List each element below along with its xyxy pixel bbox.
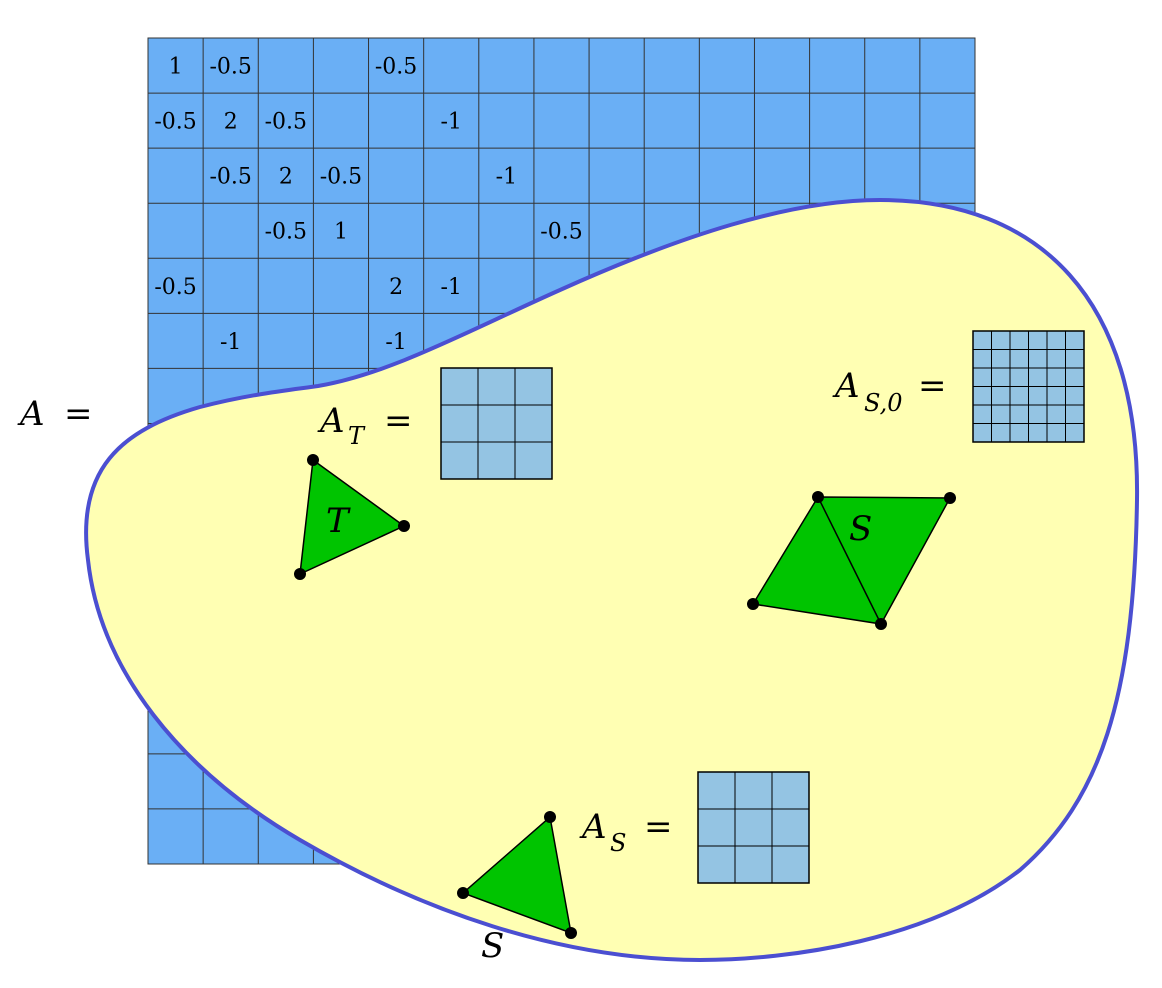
submatrix-a-t: A T = — [317, 367, 553, 480]
node-dot — [544, 811, 556, 823]
node-dot — [944, 492, 956, 504]
matrix-entry: -0.5 — [540, 220, 582, 245]
submatrix-a-t-base: A — [317, 401, 345, 441]
matrix-entry: 1 — [169, 55, 183, 80]
submatrix-box — [440, 367, 553, 480]
matrix-entry: -0.5 — [154, 275, 196, 300]
node-dot — [307, 454, 319, 466]
element-t-label: T — [326, 501, 351, 541]
submatrix-box — [697, 771, 810, 884]
submatrix-a-s0: A S,0 = — [832, 330, 1085, 443]
matrix-entry: 2 — [389, 275, 403, 300]
matrix-entry: -0.5 — [375, 55, 417, 80]
matrix-entry: 1 — [334, 220, 348, 245]
node-dot — [398, 520, 410, 532]
element-t: T — [294, 454, 410, 580]
patch-s-diagonal — [817, 496, 882, 625]
node-dot — [457, 887, 469, 899]
matrix-entry: 2 — [279, 165, 293, 190]
submatrix-a-s-sub: S — [610, 829, 626, 857]
matrix-entry: -0.5 — [209, 165, 251, 190]
node-dot — [812, 491, 824, 503]
matrix-entry: -0.5 — [154, 110, 196, 135]
matrix-entry: -0.5 — [209, 55, 251, 80]
matrix-entry: -1 — [220, 330, 241, 355]
matrix-entry: -0.5 — [265, 110, 307, 135]
node-dot — [294, 568, 306, 580]
submatrix-a-t-grid — [440, 367, 553, 480]
matrix-entry: -1 — [441, 110, 462, 135]
matrix-entry: -0.5 — [265, 220, 307, 245]
patch-s-boundary-triangle — [461, 815, 572, 935]
node-dot — [747, 598, 759, 610]
patch-s-interior: S — [747, 491, 956, 630]
submatrix-a-s: A S = — [579, 771, 810, 884]
matrix-entry: -1 — [441, 275, 462, 300]
patch-s-boundary-label: S — [481, 926, 504, 966]
submatrix-a-s0-equals: = — [918, 366, 947, 406]
matrix-equals: = — [64, 394, 93, 434]
submatrix-a-s0-base: A — [832, 366, 860, 406]
matrix-entry: -0.5 — [320, 165, 362, 190]
node-dot — [565, 927, 577, 939]
patch-s-boundary: S — [457, 811, 577, 966]
global-matrix-entries: 1 -0.5 -0.5 -0.5 2 -0.5 -1 -0.5 2 -0.5 -1 -0.5 1 -0.5… — [154, 55, 582, 355]
submatrix-a-t-equals: = — [384, 401, 413, 441]
submatrix-a-s-grid — [697, 771, 810, 884]
matrix-entry: 2 — [224, 110, 238, 135]
node-dot — [875, 618, 887, 630]
matrix-entry: -1 — [385, 330, 406, 355]
matrix-entry: -1 — [496, 165, 517, 190]
submatrix-a-t-sub: T — [348, 422, 366, 450]
global-matrix-label: A = — [17, 394, 93, 434]
submatrix-a-s-base: A — [579, 807, 607, 847]
matrix-symbol: A — [17, 394, 45, 434]
domain-region — [84, 197, 1140, 963]
submatrix-a-s-equals: = — [644, 807, 673, 847]
submatrix-a-s0-grid — [972, 330, 1085, 443]
patch-s-interior-label: S — [849, 509, 872, 549]
element-t-triangle — [299, 458, 406, 576]
submatrix-a-s0-sub: S,0 — [864, 389, 902, 417]
